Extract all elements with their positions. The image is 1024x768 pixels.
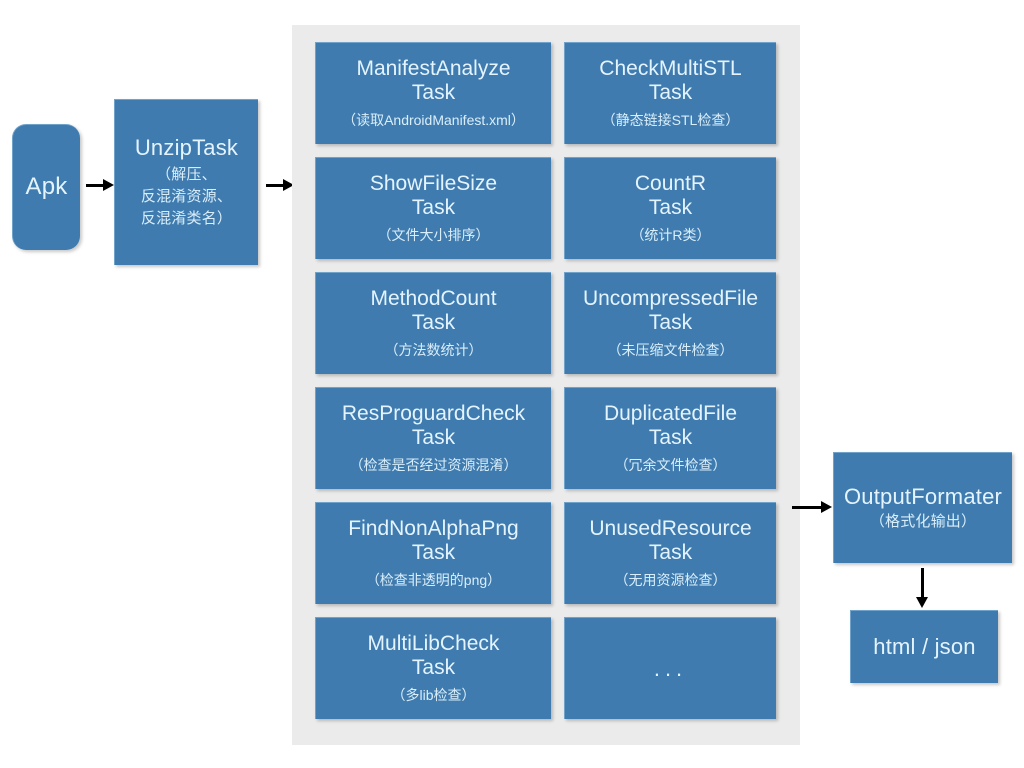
node-unziptask-title: UnzipTask (134, 134, 239, 160)
arrow-outputformater-to-result (916, 568, 928, 608)
task-card-desc: （检查是否经过资源混淆） (349, 457, 518, 474)
node-result-label: html / json (873, 633, 976, 659)
node-unziptask[interactable]: UnzipTask （解压、 反混淆资源、 反混淆类名） (114, 99, 258, 265)
node-unziptask-desc-line1: （解压、 (156, 166, 217, 184)
task-card-name-line2: Task (411, 80, 456, 104)
task-card-desc: （无用资源检查） (614, 572, 727, 589)
task-card-name-line2: Task (648, 425, 693, 449)
task-card-name-line2: Task (648, 310, 693, 334)
task-card-desc: （文件大小排序） (377, 227, 490, 244)
node-result-html-json[interactable]: html / json (850, 610, 998, 683)
task-card-name-line2: Task (411, 195, 456, 219)
task-card-desc: （方法数统计） (384, 342, 483, 359)
task-card-desc: （多lib检查） (391, 687, 476, 704)
task-card-name-line1: CheckMultiSTL (599, 56, 742, 80)
task-card-name-line2: Task (648, 195, 693, 219)
task-card-desc: （未压缩文件检查） (607, 342, 734, 359)
node-outputformater-title: OutputFormater (843, 484, 1003, 510)
node-outputformater-desc: （格式化输出） (869, 512, 977, 530)
task-card-name-line2: Task (648, 540, 693, 564)
task-card-desc: （冗余文件检查） (614, 457, 727, 474)
task-card-name-line2: Task (411, 540, 456, 564)
task-card-name-line1: UncompressedFile (582, 286, 759, 310)
task-card-name-line2: Task (411, 425, 456, 449)
task-card-name-line1: MethodCount (370, 286, 497, 310)
task-card-name-line1: ShowFileSize (369, 171, 498, 195)
task-card-name-line2: Task (648, 80, 693, 104)
task-card-name-line1: FindNonAlphaPng (348, 516, 519, 540)
node-unziptask-desc-line2: 反混淆资源、 (140, 187, 233, 205)
arrow-unziptask-to-tasks (266, 179, 294, 191)
task-card-desc: （静态链接STL检查） (601, 112, 740, 129)
task-card-desc: （读取AndroidManifest.xml） (342, 112, 525, 129)
node-outputformater[interactable]: OutputFormater （格式化输出） (833, 452, 1012, 563)
task-card-name-line2: Task (411, 310, 456, 334)
task-card-name-line1: CountR (634, 171, 707, 195)
task-card-name-line1: ResProguardCheck (341, 401, 526, 425)
node-apk[interactable]: Apk (12, 124, 80, 250)
task-card-desc: （统计R类） (630, 227, 711, 244)
task-card-name-line1: UnusedResource (589, 516, 752, 540)
task-card-name-line1: DuplicatedFile (603, 401, 738, 425)
task-card-desc: （检查非透明的png） (365, 572, 502, 589)
node-apk-label: Apk (25, 173, 68, 201)
task-card[interactable]: ... (564, 617, 776, 719)
task-card-name-line1: ... (653, 655, 688, 681)
arrow-apk-to-unziptask (86, 179, 114, 191)
node-unziptask-desc-line3: 反混淆类名） (140, 209, 233, 227)
arrow-tasks-to-outputformater (792, 501, 832, 513)
task-card-name-line1: ManifestAnalyze (356, 56, 511, 80)
task-card-name-line1: MultiLibCheck (367, 631, 500, 655)
node-unziptask-desc: （解压、 反混淆资源、 反混淆类名） (141, 164, 232, 229)
task-card-name-line2: Task (411, 655, 456, 679)
